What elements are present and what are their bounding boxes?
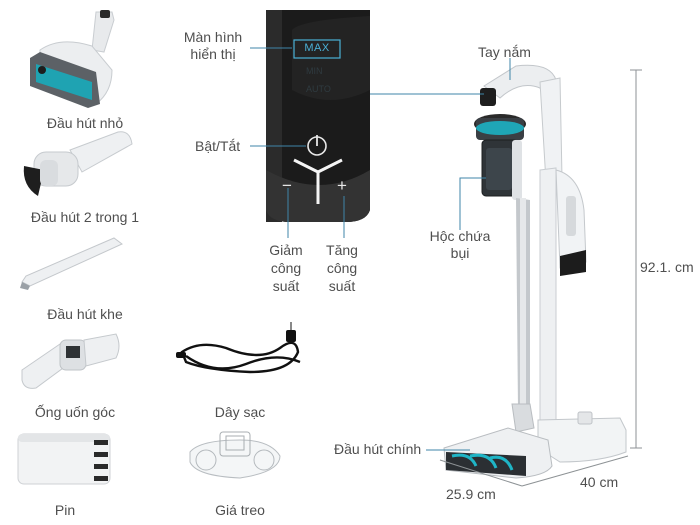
dimension-lines (439, 69, 642, 487)
label-crevice: Đầu hút khe (47, 306, 123, 322)
label-small-head: Đầu hút nhỏ (46, 115, 124, 131)
minus-icon: − (282, 176, 292, 195)
dimension-height: 92.1. cm (640, 259, 694, 275)
charging-cable-image (176, 322, 301, 374)
label-screen-1: Màn hình (183, 29, 243, 45)
label-charging-cable: Dây sạc (214, 404, 266, 420)
plus-icon: + (337, 176, 347, 195)
label-increase-2: công (326, 260, 358, 276)
svg-text:MIN: MIN (306, 66, 323, 76)
dimension-width: 25.9 cm (446, 486, 496, 502)
leader-lines (250, 47, 511, 451)
hanger-image (189, 431, 281, 479)
label-decrease-3: suất (272, 278, 300, 294)
label-screen-2: hiển thị (190, 46, 236, 62)
label-increase-3: suất (328, 278, 356, 294)
dimension-depth: 40 cm (580, 474, 619, 490)
label-elbow-tube: Ống uốn góc (34, 404, 116, 420)
elbow-tube-image (21, 333, 120, 389)
screen-max-text: MAX (304, 42, 330, 54)
label-battery: Pin (54, 502, 76, 518)
label-bin-1: Hộc chứa (429, 228, 491, 244)
label-increase-1: Tăng (326, 242, 358, 258)
svg-text:AUTO: AUTO (306, 84, 331, 94)
label-main-head: Đầu hút chính (334, 441, 422, 457)
two-in-one-image (23, 131, 133, 196)
small-head-image (30, 10, 115, 108)
label-bin-2: bụi (450, 245, 470, 261)
label-two-in-one: Đầu hút 2 trong 1 (30, 209, 140, 225)
label-decrease-1: Giảm (269, 242, 303, 258)
label-hanger: Giá treo (215, 502, 265, 518)
label-decrease-2: công (270, 260, 302, 276)
power-icon (307, 135, 327, 156)
label-power: Bật/Tắt (195, 138, 241, 154)
crevice-image (20, 237, 123, 290)
vacuum-image (443, 64, 627, 479)
battery-image (17, 433, 111, 485)
label-handle: Tay nắm (478, 44, 531, 60)
